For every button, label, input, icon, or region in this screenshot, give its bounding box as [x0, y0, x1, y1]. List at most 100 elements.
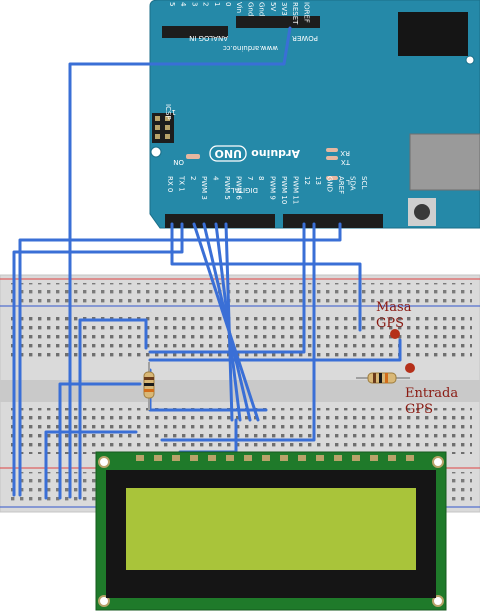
lcd-pin — [208, 455, 216, 461]
top-header-pin-label: 1 — [213, 2, 221, 6]
top-header-pin-label: 3 — [190, 2, 198, 6]
icsp-pin-label: 1 — [172, 108, 176, 116]
wire-gnd — [18, 222, 342, 497]
bottom-header-pin-label: 8 — [257, 176, 265, 180]
resistor-vertical — [143, 362, 155, 410]
top-header-pin-label: 0 — [224, 2, 232, 6]
digital-label: DIGITAL — [231, 186, 258, 194]
arduino-uno-board: Arduino UNO www.arduino.cc ANALOG IN POW… — [149, 0, 480, 229]
lcd-mount-hole — [98, 595, 110, 607]
bottom-header-pin-label: TX 1 — [177, 175, 185, 192]
gps-ground-pin — [390, 329, 400, 339]
analog-header — [162, 26, 228, 38]
wire-d2 — [224, 222, 234, 422]
wire-5v — [68, 26, 292, 499]
resistor-horizontal — [356, 372, 410, 384]
lcd-mount-hole — [98, 456, 110, 468]
arduino-logo: Arduino UNO — [209, 145, 300, 162]
bottom-header-pin-label: PWM 3 — [200, 176, 208, 200]
lcd-pin — [280, 455, 288, 461]
bottom-header-pin-label: PWM 6 — [234, 176, 242, 200]
lcd-pin — [154, 455, 162, 461]
power-rail-top — [8, 283, 472, 303]
model-badge — [209, 145, 247, 162]
wire-gps-ground — [148, 338, 402, 362]
bottom-header-pin-label: GND — [326, 176, 334, 192]
lcd-pin — [298, 455, 306, 461]
lcd-pin — [352, 455, 360, 461]
logo-text: Arduino — [251, 147, 300, 160]
bottom-header-pin-label: 7 — [246, 176, 254, 180]
top-header-pin-label: 2 — [202, 2, 210, 6]
bottom-header-pin-label: 2 — [189, 176, 197, 180]
lcd-pin — [226, 455, 234, 461]
url-label: www.arduino.cc — [223, 44, 278, 52]
lcd-pin — [172, 455, 180, 461]
lcd-pin — [406, 455, 414, 461]
bottom-header-pin-label: PWM 11 — [291, 176, 299, 204]
wire-lcd-en — [58, 382, 142, 500]
bottom-header-pin-label: 4 — [212, 176, 220, 181]
on-led — [186, 154, 200, 159]
on-label: ON — [173, 158, 184, 166]
mount-hole — [465, 55, 475, 65]
lcd-pin-header — [136, 455, 414, 461]
wire-contrast — [78, 318, 148, 500]
gps-ground-label-line1: Masa — [376, 300, 412, 315]
top-header-pin-label: 5 — [168, 2, 176, 6]
lcd-module — [95, 451, 447, 611]
bottom-header-pin-label: SDA — [348, 176, 356, 191]
gps-input-label-line2: GPS — [405, 402, 433, 417]
top-header-pin-label: Gnd — [246, 2, 254, 16]
wire-pin10 — [148, 222, 306, 354]
bottom-header-pin-label: 12 — [303, 176, 311, 185]
power-header — [236, 16, 320, 28]
lcd-mount-hole — [432, 456, 444, 468]
lcd-pin — [136, 455, 144, 461]
lcd-pin — [190, 455, 198, 461]
tx-led — [326, 156, 338, 160]
l-led — [326, 176, 338, 180]
gps-input-pin — [405, 363, 415, 373]
lcd-mount-hole — [432, 595, 444, 607]
lcd-screen — [126, 488, 416, 570]
analog-label: ANALOG IN — [189, 34, 228, 42]
bottom-header-pin-label: 13 — [314, 176, 322, 185]
digital-header-low — [165, 214, 275, 228]
top-header-pin-label: Gnd — [258, 2, 266, 16]
wire-tx1 — [12, 222, 184, 497]
terminal-block-upper — [8, 316, 472, 362]
model-text: UNO — [215, 147, 243, 160]
bottom-header-pin-label: AREF — [337, 176, 345, 194]
gps-input-label-line1: Entrada — [405, 386, 458, 401]
power-jack — [398, 12, 468, 56]
mount-hole — [150, 146, 162, 158]
top-header-pin-label: Vin — [235, 2, 243, 13]
rx-label: RX — [340, 149, 350, 157]
tx-label: TX — [341, 158, 351, 166]
lcd-pin — [316, 455, 324, 461]
lcd-pin — [334, 455, 342, 461]
lcd-pin — [370, 455, 378, 461]
wire-rx0 — [170, 222, 362, 332]
digital-header-high — [283, 214, 383, 228]
wires — [12, 26, 402, 500]
l-label: L — [346, 178, 350, 186]
gps-ground-label-line2: GPS — [376, 316, 404, 331]
reset-button-cap — [414, 204, 430, 220]
top-header-pin-label: RESET — [291, 2, 299, 25]
bottom-header-pin-label: SCL — [360, 176, 368, 189]
bottom-header-pin-label: PWM 10 — [280, 176, 288, 204]
top-header-pin-label: IOREF — [302, 2, 310, 23]
wire-lcd-gnd — [44, 430, 138, 500]
lcd-pin — [244, 455, 252, 461]
icsp-label: ICSP — [164, 104, 172, 120]
lcd-pin — [262, 455, 270, 461]
power-label: POWER — [292, 34, 318, 42]
top-header-pin-label: 5V — [269, 2, 277, 11]
top-header-pin-label: 3V3 — [280, 2, 288, 16]
bottom-header-pin-label: RX 0 — [166, 176, 174, 192]
